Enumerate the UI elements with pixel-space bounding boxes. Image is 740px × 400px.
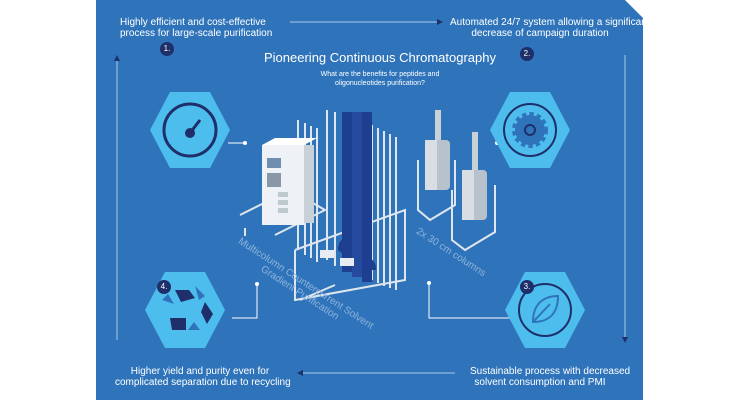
- badge-4: 4.: [157, 280, 171, 294]
- hexagon-1: [150, 92, 230, 168]
- leaf-icon: [518, 283, 572, 337]
- badge-3: 3.: [520, 280, 534, 294]
- badge-1: 1.: [160, 42, 174, 56]
- hexagon-2: [490, 92, 570, 168]
- hexagon-3: [505, 272, 585, 348]
- recycle-icon: [162, 286, 213, 330]
- badge-2: 2.: [520, 47, 534, 61]
- chromatography-equipment: [239, 110, 496, 302]
- gear-icon: [503, 103, 557, 157]
- benefit-2-text: Automated 24/7 system allowing a signifi…: [450, 17, 650, 39]
- page-title: Pioneering Continuous Chromatography: [264, 50, 496, 65]
- gauge-icon: [162, 102, 218, 158]
